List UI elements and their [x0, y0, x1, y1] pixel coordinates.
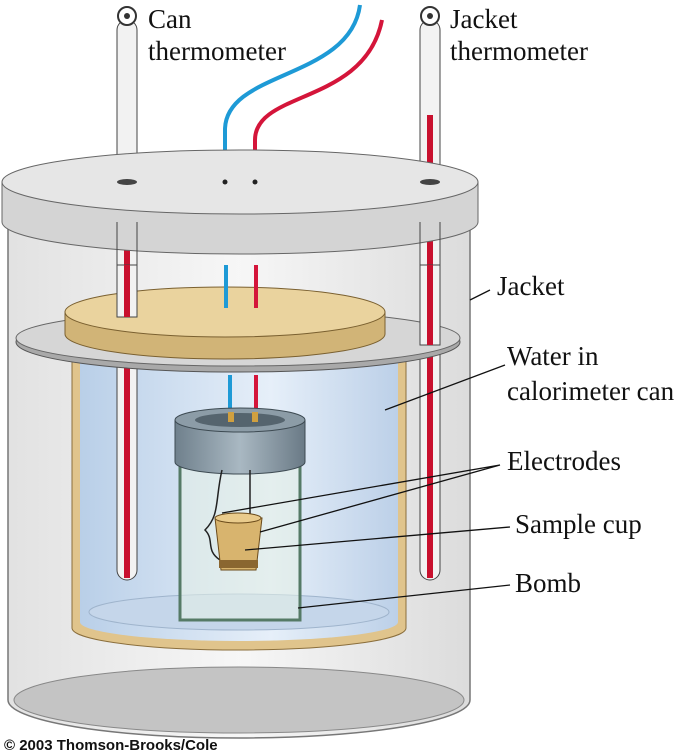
- sample-cup: [214, 512, 263, 571]
- leader-lines: [221, 289, 511, 609]
- label-electrodes: Electrodes: [507, 446, 621, 476]
- label-water-1: Water in: [507, 341, 599, 371]
- label-water-2: calorimeter can: [507, 376, 675, 406]
- label-bomb: Bomb: [515, 568, 581, 598]
- label-jacket: Jacket: [497, 271, 565, 301]
- copyright: © 2003 Thomson-Brooks/Cole: [4, 737, 218, 754]
- label-jacket-thermometer-2: thermometer: [450, 36, 588, 66]
- label-can-thermometer-2: thermometer: [148, 36, 286, 66]
- label-sample-cup: Sample cup: [515, 509, 642, 539]
- label-can-thermometer-1: Can: [148, 4, 192, 34]
- jacket-lid: [1, 149, 479, 265]
- can-lid: [64, 264, 441, 360]
- label-jacket-thermometer-1: Jacket: [450, 4, 518, 34]
